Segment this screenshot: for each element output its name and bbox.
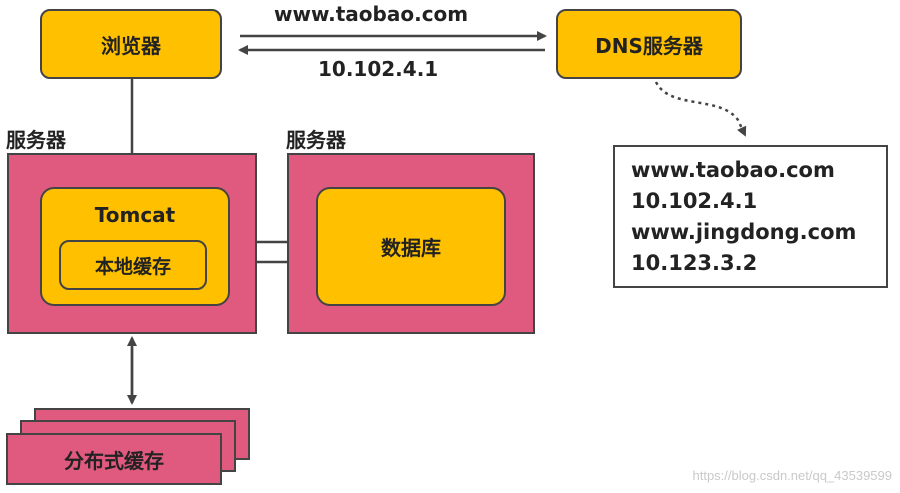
- left-server-label: 服务器: [6, 128, 66, 152]
- dns-record: www.jingdong.com: [631, 220, 857, 244]
- dns-record: 10.123.3.2: [631, 251, 758, 275]
- dns-lookup-dotted-arrow: [654, 81, 747, 137]
- tomcat-label: Tomcat: [94, 203, 176, 227]
- database-label: 数据库: [381, 236, 441, 260]
- distributed-cache-node: 分布式缓存: [6, 433, 222, 485]
- response-ip-label: 10.102.4.1: [318, 57, 439, 81]
- dns-server-node: DNS服务器: [556, 9, 742, 79]
- browser-node: 浏览器: [40, 9, 222, 79]
- distributed-cache-label: 分布式缓存: [64, 448, 164, 473]
- dns-record: 10.102.4.1: [631, 189, 758, 213]
- dns-record: www.taobao.com: [631, 158, 835, 182]
- right-server-label: 服务器: [286, 128, 346, 152]
- watermark-text: https://blog.csdn.net/qq_43539599: [692, 468, 893, 483]
- request-domain-label: www.taobao.com: [274, 2, 469, 26]
- dns-server-label: DNS服务器: [595, 33, 703, 58]
- browser-label: 浏览器: [101, 33, 161, 58]
- dns-records-table: www.taobao.com 10.102.4.1 www.jingdong.c…: [613, 145, 888, 288]
- local-cache-label: 本地缓存: [94, 255, 171, 278]
- database-node: 数据库: [316, 187, 506, 306]
- local-cache-node: 本地缓存: [59, 240, 207, 290]
